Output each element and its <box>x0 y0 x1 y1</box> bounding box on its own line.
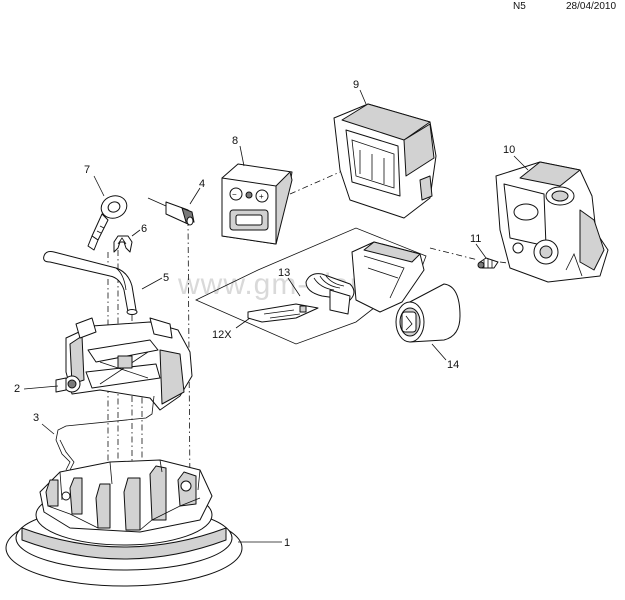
callout-11: 11 <box>470 233 481 245</box>
leader-4 <box>189 187 201 205</box>
part-13-connector <box>247 241 425 323</box>
leader-6 <box>131 229 141 237</box>
leader-12x <box>235 317 251 329</box>
leader-13 <box>287 277 301 297</box>
leader-10 <box>513 155 529 171</box>
svg-text:+: + <box>259 192 264 201</box>
callout-5: 5 <box>163 272 169 284</box>
leader-9 <box>359 89 367 105</box>
part-4-screwdriver <box>147 197 195 226</box>
part-11-screw <box>477 257 499 269</box>
callout-7: 7 <box>84 164 90 176</box>
callout-2: 2 <box>14 383 20 395</box>
diagram-date: 28/04/2010 <box>566 1 617 12</box>
callout-12x: 12X <box>212 329 232 341</box>
part-8-compressor: − + <box>221 163 293 245</box>
part-3-hook-wire <box>55 395 155 471</box>
leader-5 <box>141 277 163 290</box>
callout-14: 14 <box>447 359 459 371</box>
callout-6: 6 <box>141 223 147 235</box>
part-9-bracket <box>333 103 437 219</box>
leader-14 <box>431 343 447 361</box>
leader-7 <box>93 175 105 197</box>
callout-4: 4 <box>199 178 205 190</box>
part-10-housing <box>495 161 609 283</box>
callout-13: 13 <box>278 267 290 279</box>
callout-1: 1 <box>284 537 290 549</box>
callout-9: 9 <box>353 79 359 91</box>
leader-3 <box>41 423 55 435</box>
callout-3: 3 <box>33 412 39 424</box>
part-5-wheel-wrench <box>43 251 138 315</box>
part-6-clip <box>113 235 133 253</box>
part-7-towing-eye <box>87 195 128 251</box>
svg-text:−: − <box>232 190 237 199</box>
part-14-sealant-bottle <box>395 283 461 343</box>
sheet-code: N5 <box>513 1 526 12</box>
callout-10: 10 <box>503 144 515 156</box>
part-1-storage-tray <box>5 459 243 587</box>
callout-8: 8 <box>232 135 238 147</box>
leader-11 <box>475 243 487 259</box>
leader-8 <box>239 145 245 167</box>
part-2-jack <box>55 317 193 411</box>
leader-2 <box>23 385 59 390</box>
